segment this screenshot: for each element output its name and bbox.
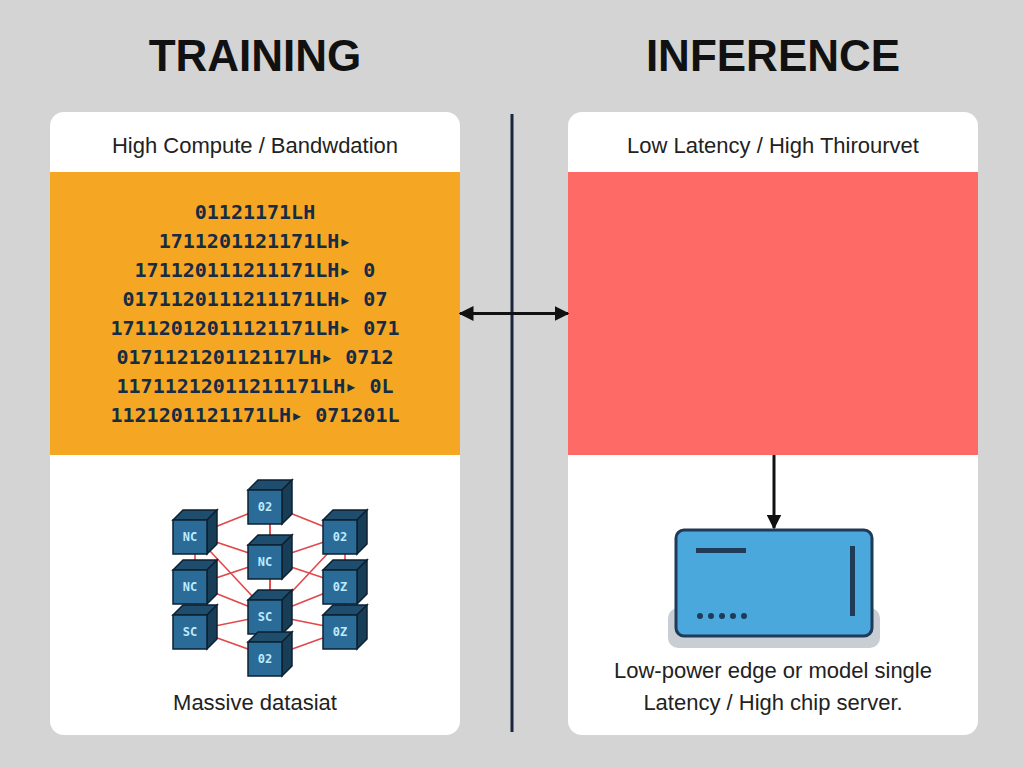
server-cube: [323, 510, 367, 554]
binary-row: 017112120112117LH▸ 0712: [50, 343, 460, 372]
binary-row: 17112012011121171LH▸ 071: [50, 314, 460, 343]
device-led: [719, 613, 725, 619]
device-outline: [668, 528, 880, 652]
cube-label: 02: [248, 642, 282, 676]
cube-label: 0Z: [323, 615, 357, 649]
server-cube: [248, 535, 292, 579]
server-cube: [323, 560, 367, 604]
server-cube: [248, 590, 292, 634]
panel-title: TRAINING: [66, 24, 444, 88]
cube-label: SC: [248, 600, 282, 634]
device-bar: [850, 546, 855, 616]
panel-title: INFERENCE: [584, 24, 962, 88]
cube-label: 0Z: [323, 570, 357, 604]
cube-label: 02: [323, 520, 357, 554]
flow-arrow: [773, 455, 776, 528]
server-cube: [248, 480, 292, 524]
binary-row: 1711201121171LH▸: [50, 227, 460, 256]
binary-row: 171120111211171LH▸ 0: [50, 256, 460, 285]
server-cube: [173, 510, 217, 554]
server-cube: [173, 560, 217, 604]
device-led: [730, 613, 736, 619]
binary-row: 01121171LH: [50, 198, 460, 227]
cube-label: NC: [173, 520, 207, 554]
cube-label: NC: [173, 570, 207, 604]
cube-label: 02: [248, 490, 282, 524]
device-led: [697, 613, 703, 619]
data-band: 01121171LH1711201121171LH▸17112011121117…: [50, 172, 460, 455]
divider-line: [511, 114, 514, 732]
inference-panel: INFERENCELow Latency / High ThirourvetLo…: [568, 112, 978, 735]
training-panel: 01121171LH1711201121171LH▸17112011121117…: [50, 112, 460, 735]
panel-caption: Low-power edge or model single Latency /…: [584, 655, 962, 719]
binary-row: 0171120111211171LH▸ 07: [50, 285, 460, 314]
binary-row: 1121201121171LH▸ 071201L: [50, 401, 460, 430]
server-cube: [173, 605, 217, 649]
server-cube: [323, 605, 367, 649]
panel-header: Low Latency / High Thirourvet: [584, 130, 962, 162]
cube-label: NC: [248, 545, 282, 579]
device-body: [676, 530, 872, 636]
device-slot: [696, 548, 746, 553]
binary-stream: 01121171LH1711201121171LH▸17112011121117…: [50, 198, 460, 430]
flow-arrow: [460, 312, 568, 315]
inference-band: [568, 172, 978, 455]
binary-row: 11711212011211171LH▸ 0L: [50, 372, 460, 401]
device-led: [708, 613, 714, 619]
panel-caption: Massive datasiat: [66, 687, 444, 719]
cube-label: SC: [173, 615, 207, 649]
panel-header: High Compute / Bandwdation: [66, 130, 444, 162]
server-cube: [248, 632, 292, 676]
edge-device: [668, 528, 880, 652]
device-led: [741, 613, 747, 619]
